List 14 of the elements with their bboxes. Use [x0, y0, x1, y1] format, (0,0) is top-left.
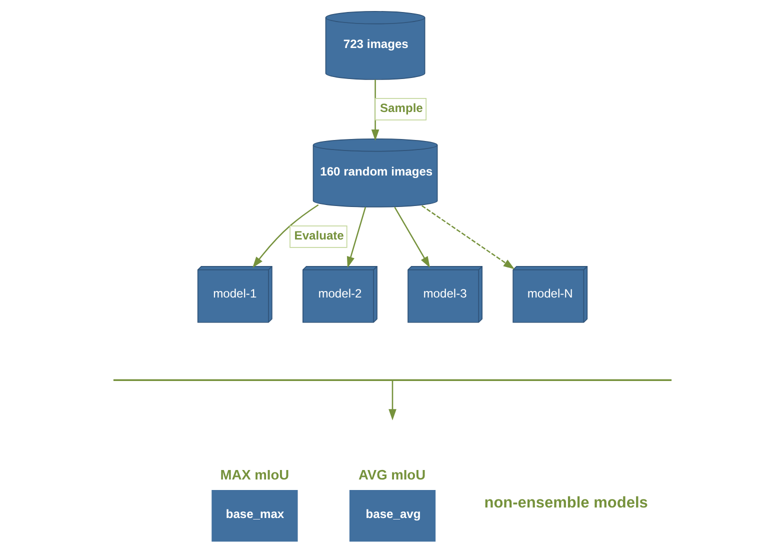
node-box: base_max — [211, 490, 298, 542]
node-bracket — [112, 379, 672, 381]
arrow — [388, 380, 396, 420]
edge-label: Evaluate — [294, 228, 344, 242]
edge-label: Sample — [380, 100, 422, 115]
arrow — [370, 80, 379, 141]
node-label: MAX mIoU — [220, 467, 289, 482]
arrow — [421, 205, 514, 270]
node-label: AVG mIoU — [358, 467, 426, 482]
arrow — [394, 206, 430, 268]
node-box: base_avg — [348, 490, 436, 542]
arrow — [346, 206, 366, 268]
label: non-ensemble models — [484, 494, 648, 512]
arrow — [252, 204, 318, 268]
